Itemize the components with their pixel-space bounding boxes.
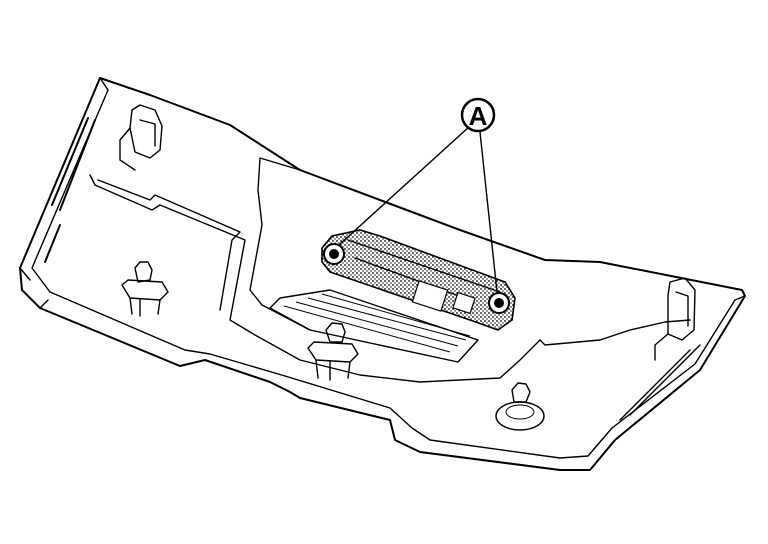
panel-outline [19,77,746,471]
panel-ribs [44,117,701,421]
screw-left [323,243,345,265]
callout-a: A [460,97,496,133]
clip-center [307,322,359,381]
mounting-tab-right [654,277,696,361]
callout-a-label: A [469,101,488,131]
clip-left [121,261,169,317]
clip-right [495,382,545,431]
lamp-module [321,229,516,331]
callout-leaders [339,125,498,293]
mounting-tab-left [119,104,163,171]
screw-right [488,292,510,314]
floor-slats [269,289,479,363]
